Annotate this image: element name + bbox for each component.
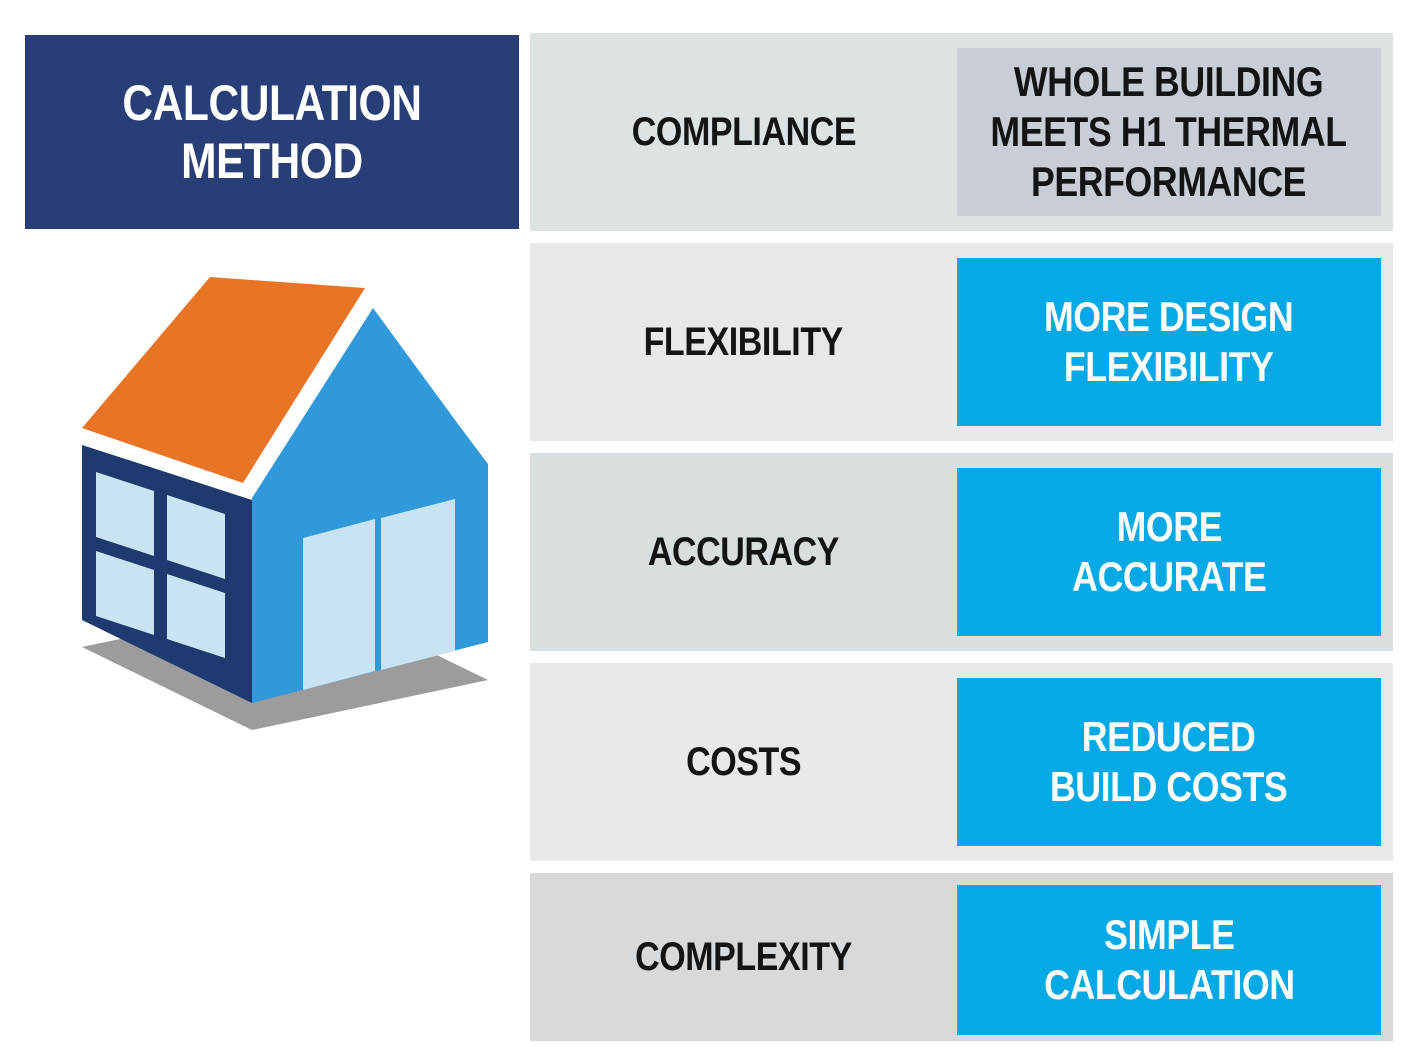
- window-pane-icon: [167, 495, 225, 579]
- table-row-complexity: COMPLEXITY SIMPLE CALCULATION: [530, 873, 1393, 1041]
- house-icon: [82, 277, 488, 730]
- window-pane-icon: [96, 472, 154, 556]
- comparison-table: COMPLIANCE WHOLE BUILDING MEETS H1 THERM…: [530, 33, 1393, 1041]
- row-value-text: MORE DESIGN FLEXIBILITY: [1044, 293, 1294, 390]
- row-value-box: REDUCED BUILD COSTS: [957, 678, 1381, 846]
- house-roof: [82, 277, 365, 483]
- row-value-box: SIMPLE CALCULATION: [957, 885, 1381, 1035]
- row-label-text: ACCURACY: [647, 529, 840, 574]
- table-row-accuracy: ACCURACY MORE ACCURATE: [530, 453, 1393, 651]
- row-label: COMPLEXITY: [530, 873, 957, 1041]
- page-title: CALCULATION METHOD: [122, 75, 422, 189]
- row-value-box: MORE ACCURATE: [957, 468, 1381, 636]
- row-label: COSTS: [530, 663, 957, 861]
- row-label-text: COMPLIANCE: [631, 109, 856, 154]
- row-value-box: MORE DESIGN FLEXIBILITY: [957, 258, 1381, 426]
- header-title-box: CALCULATION METHOD: [25, 35, 519, 229]
- row-label-text: FLEXIBILITY: [643, 319, 844, 364]
- row-value-box: WHOLE BUILDING MEETS H1 THERMAL PERFORMA…: [957, 48, 1381, 216]
- table-row-flexibility: FLEXIBILITY MORE DESIGN FLEXIBILITY: [530, 243, 1393, 441]
- row-value-text: REDUCED BUILD COSTS: [1050, 713, 1288, 810]
- table-row-compliance: COMPLIANCE WHOLE BUILDING MEETS H1 THERM…: [530, 33, 1393, 231]
- window-pane-icon: [96, 551, 154, 635]
- row-value-text: WHOLE BUILDING MEETS H1 THERMAL PERFORMA…: [990, 58, 1348, 205]
- row-label: ACCURACY: [530, 453, 957, 651]
- row-value-text: SIMPLE CALCULATION: [1043, 911, 1295, 1008]
- row-label: FLEXIBILITY: [530, 243, 957, 441]
- door-icon: [303, 519, 375, 690]
- door-icon: [381, 499, 455, 670]
- window-pane-icon: [167, 574, 225, 658]
- house-illustration: [60, 250, 520, 760]
- row-label-text: COSTS: [685, 739, 801, 784]
- row-label-text: COMPLEXITY: [635, 934, 852, 979]
- table-row-costs: COSTS REDUCED BUILD COSTS: [530, 663, 1393, 861]
- row-value-text: MORE ACCURATE: [1071, 503, 1267, 600]
- row-label: COMPLIANCE: [530, 33, 957, 231]
